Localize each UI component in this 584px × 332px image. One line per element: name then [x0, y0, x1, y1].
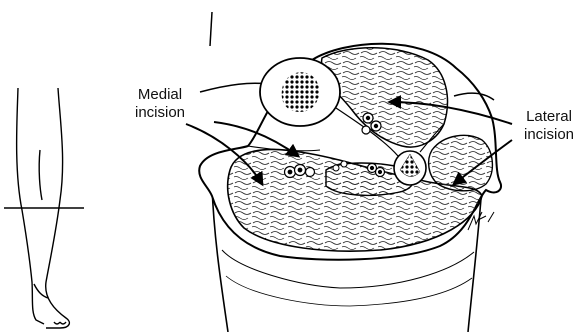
lateral-compartment	[429, 135, 493, 190]
leg-cross-section	[199, 44, 501, 332]
medial-label-line2: incision	[114, 104, 206, 122]
medial-label-line1: Medial	[114, 86, 206, 104]
lateral-label-line1: Lateral	[514, 108, 584, 126]
lateral-label-line2: incision	[514, 126, 584, 144]
lateral-incision-label: Lateral incision	[514, 108, 584, 144]
stray-mark	[210, 12, 212, 46]
medial-incision-label: Medial incision	[114, 86, 206, 122]
